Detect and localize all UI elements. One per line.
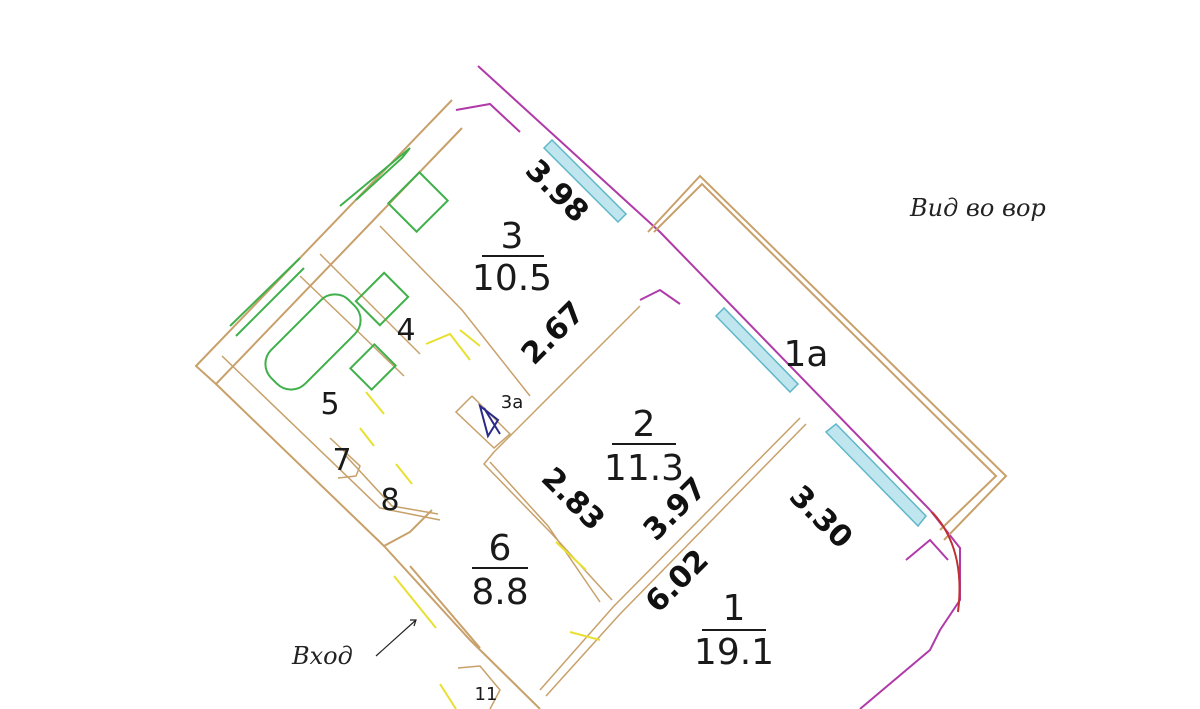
dimension-label: 6.02 (639, 543, 716, 620)
windows (542, 138, 928, 528)
entrance-arrow-icon (375, 619, 417, 657)
wardrobe-3a-symbol (478, 403, 501, 439)
room-3a-label: 3a (501, 392, 523, 413)
dimension-label: 2.67 (515, 295, 592, 372)
room-3-label: 3 10.5 (472, 216, 552, 299)
room-number: 6 (489, 528, 512, 569)
room-area: 8.8 (471, 572, 528, 613)
room-6-label: 6 8.8 (471, 528, 528, 613)
plumbing-fixtures (229, 147, 450, 392)
doors (359, 329, 601, 709)
room-area: 10.5 (472, 258, 552, 299)
room-1a-label: 1a (784, 334, 829, 375)
room-2-label: 2 11.3 (604, 404, 684, 489)
balcony-arc (931, 511, 961, 613)
room-5-label: 5 (320, 387, 339, 422)
ventilation-fixture (339, 147, 411, 207)
room-area: 11.3 (604, 448, 684, 489)
dimension-label: 3.30 (782, 479, 859, 556)
room-8-label: 8 (380, 483, 399, 518)
dimension-label: 3.98 (518, 153, 595, 230)
washer-fixture (348, 342, 398, 392)
room-area: 19.1 (694, 632, 774, 673)
dimension-label: 2.83 (534, 461, 611, 538)
view-annotation: Вид во вор (909, 194, 1046, 222)
toilet-fixture (386, 170, 450, 234)
room-1-label: 1 19.1 (694, 588, 774, 673)
room-4-label: 4 (396, 313, 415, 348)
sink-fixture (354, 271, 410, 327)
room-11-label: 11 (475, 684, 498, 705)
room-number: 2 (633, 404, 656, 445)
entrance-annotation: Вход (291, 642, 353, 670)
room-number: 3 (501, 216, 524, 257)
outer-walls (194, 65, 1008, 709)
room-number: 1 (723, 588, 746, 629)
bathtub-fixture (264, 293, 362, 391)
room-7-label: 7 (332, 443, 351, 478)
